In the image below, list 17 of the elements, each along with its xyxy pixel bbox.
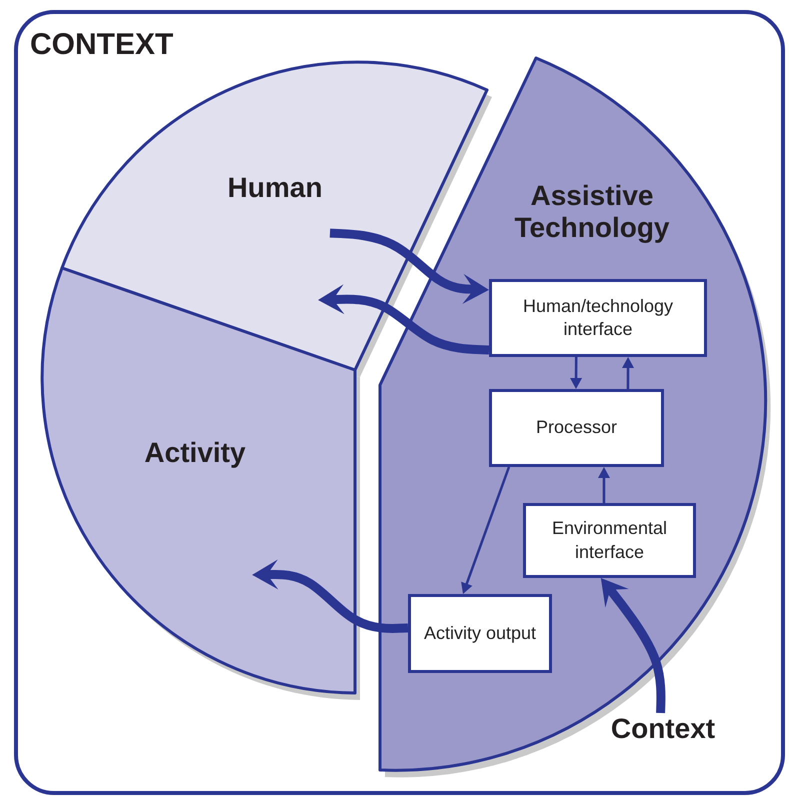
arrow bbox=[598, 467, 610, 503]
sector-label: Activity bbox=[143, 436, 247, 470]
arrow bbox=[600, 578, 666, 714]
component-box: Environmental interface bbox=[523, 503, 696, 578]
arrow bbox=[461, 466, 510, 594]
sector-label: Assistive Technology bbox=[513, 180, 671, 244]
component-box: Human/technology interface bbox=[489, 279, 707, 357]
frame-title: CONTEXT bbox=[30, 28, 174, 62]
arrow bbox=[570, 357, 582, 389]
context-label: Context bbox=[602, 713, 724, 749]
component-box: Processor bbox=[489, 389, 664, 467]
sector-label: Human bbox=[226, 172, 324, 204]
arrow bbox=[318, 284, 490, 354]
context-frame bbox=[14, 10, 785, 795]
arrow bbox=[622, 357, 634, 389]
arrow bbox=[252, 559, 408, 633]
component-box: Activity output bbox=[408, 594, 552, 673]
